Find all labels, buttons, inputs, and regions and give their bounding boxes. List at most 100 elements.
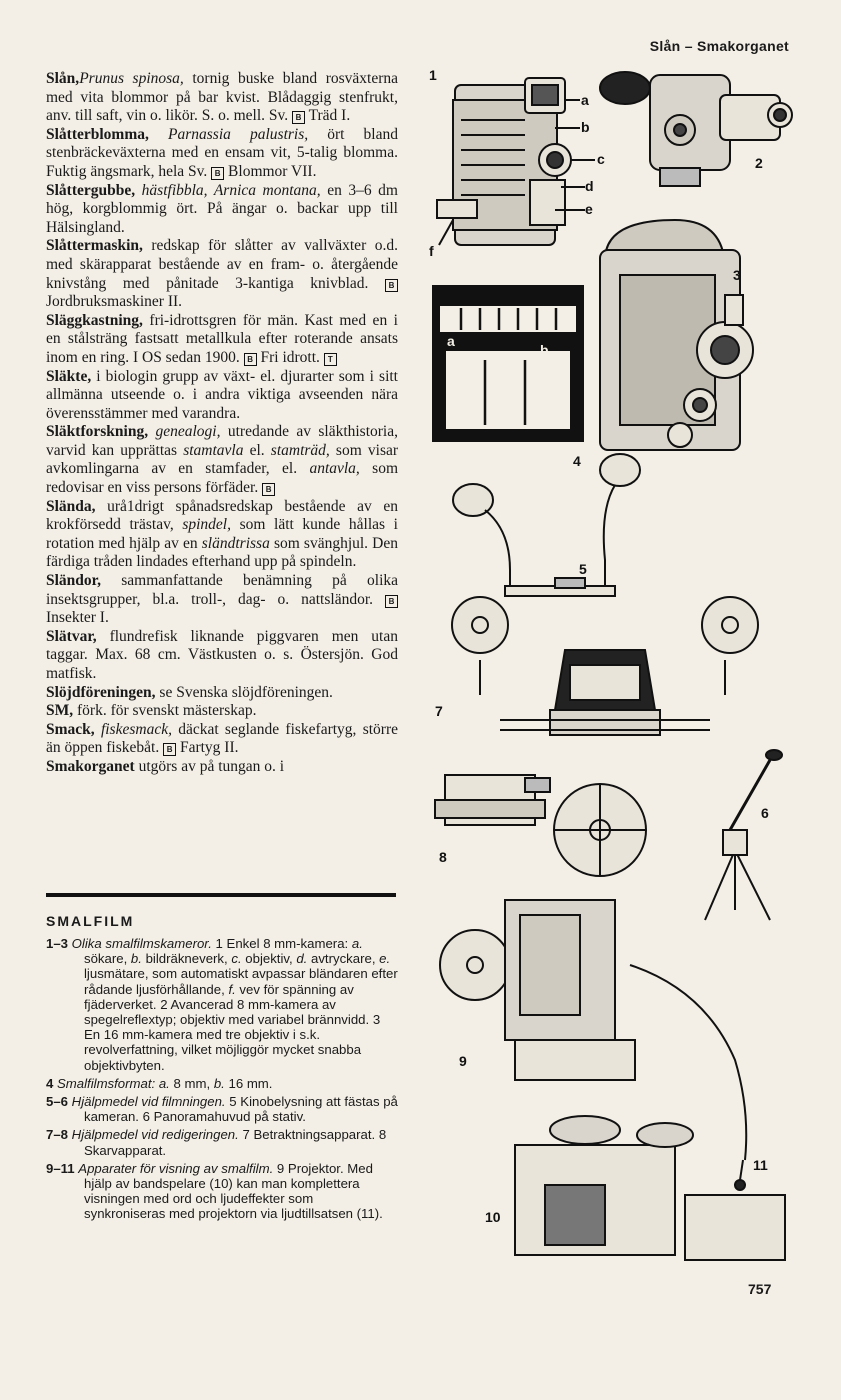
- fig-label-3: 3: [733, 267, 741, 283]
- body-text: som redovisar en viss persons förfäder.: [46, 460, 399, 497]
- italic-text: f.: [228, 981, 236, 997]
- italic-text: b.: [130, 951, 142, 967]
- entry: Smack, fiskesmack, däckat seglande fiske…: [46, 721, 398, 758]
- fig-label-9: 9: [459, 1053, 467, 1069]
- fig-label-8: 8: [439, 849, 447, 865]
- body-text: el.: [243, 441, 271, 459]
- entry-headword: Slåttermaskin,: [46, 237, 143, 255]
- entry: Slätvar, flundrefisk liknande piggvaren …: [46, 628, 398, 684]
- italic-text: stamtavla: [183, 441, 244, 459]
- italic-text: Olika smalfilmskameror.: [71, 936, 212, 951]
- italic-text: b.: [213, 1075, 225, 1091]
- body-text: däckat seglande fiskefartyg, större än ö…: [46, 720, 398, 757]
- fig-label-4: 4: [573, 453, 581, 469]
- body-text: sökare,: [84, 951, 131, 967]
- sound-sync-unit-illustration: [684, 1159, 786, 1261]
- body-text: som svänghjul. Den färdiga tråden lindad…: [46, 534, 399, 571]
- body-text: ört bland stenbräckeväxterna med en ensa…: [46, 125, 398, 180]
- fig-label-5: 5: [579, 561, 587, 577]
- entry-headword: Smack,: [46, 720, 95, 738]
- entry-headword: Släggkastning,: [46, 311, 143, 329]
- body-text: 8 mm,: [169, 1075, 214, 1091]
- italic-text: sländtrissa: [201, 534, 270, 552]
- cross-reference-icon: B: [243, 352, 257, 366]
- captions-title: SMALFILM: [46, 913, 135, 929]
- body-text: 9 Projektor. Med hjälp av bandspelare (1…: [84, 1160, 383, 1222]
- italic-text: a.: [351, 936, 363, 951]
- body-text: Fri idrott.: [256, 348, 324, 366]
- body-text: en 3–6 dm hög, korgblommig ört. På ängar…: [46, 181, 398, 236]
- body-text: Fartyg II.: [176, 739, 239, 757]
- part-label-f: f: [429, 243, 434, 259]
- caption-number: 5–6: [46, 1094, 72, 1110]
- body-text: 7 Betraktningsapparat. 8 Skarvapparat.: [84, 1127, 387, 1158]
- entry: Slöjdföreningen, se Svenska slöjdförenin…: [46, 684, 398, 703]
- body-text: objektiv,: [241, 951, 297, 967]
- entry-headword: Sländor,: [46, 572, 101, 590]
- body-text: Jordbruksmaskiner II.: [46, 293, 183, 311]
- italic-text: hästfibbla, Arnica montana,: [135, 181, 321, 199]
- format-label-a: a: [447, 333, 455, 349]
- 16mm-turret-camera-illustration: [599, 218, 754, 451]
- part-label-a: a: [581, 92, 589, 108]
- italic-text: Hjälpmedel vid redigeringen.: [71, 1127, 239, 1143]
- body-text: Blommor VII.: [224, 162, 317, 180]
- entry: Släkte, i biologin grupp av växt- el. dj…: [46, 368, 398, 424]
- entry-headword: Smakorganet: [46, 757, 135, 775]
- entry: Slåttermaskin, redskap för slåtter av va…: [46, 237, 398, 311]
- entry: Slån,Prunus spinosa, tornig buske bland …: [46, 70, 398, 126]
- reflex-8mm-camera-illustration: [599, 71, 793, 187]
- italic-text: d.: [296, 951, 308, 967]
- entry-headword: Slätvar,: [46, 627, 97, 645]
- encyclopedia-entries: Slån,Prunus spinosa, tornig buske bland …: [46, 70, 398, 777]
- cross-reference-icon: B: [292, 111, 305, 125]
- caption-number: 9–11: [46, 1160, 79, 1176]
- caption: 4 Smalfilmsformat: a. 8 mm, b. 16 mm.: [46, 1076, 398, 1091]
- body-text: flundrefisk liknande piggvaren men utan …: [46, 627, 398, 682]
- entry-headword: Slåttergubbe,: [46, 181, 136, 199]
- part-label-e: e: [585, 201, 593, 217]
- film-splicer-illustration: [434, 774, 551, 826]
- caption-number: 7–8: [46, 1127, 72, 1143]
- italic-text: Apparater för visning av smalfilm.: [78, 1160, 274, 1176]
- italic-text: e.: [379, 951, 391, 967]
- entry: Slåttergubbe, hästfibbla, Arnica montana…: [46, 182, 398, 238]
- italic-text: a.: [155, 1075, 170, 1091]
- italic-text: genealogi,: [148, 423, 221, 441]
- caption: 1–3 Olika smalfilmskameror. 1 Enkel 8 mm…: [46, 936, 398, 1073]
- illustration-panel: 1 2 3 4 5 6 7 8 9 10 11 a b c d e f a b: [429, 67, 793, 1261]
- part-label-b: b: [581, 119, 590, 135]
- body-text: bildräkneverk,: [141, 951, 232, 967]
- entry: SM, förk. för svenskt mästerskap.: [46, 702, 398, 721]
- caption-number: 4: [46, 1075, 57, 1091]
- body-text: fri-idrottsgren för män. Kast med en i e…: [46, 311, 398, 366]
- italic-text: Smalfilmsformat:: [57, 1075, 156, 1091]
- entry-headword: Släktforskning,: [46, 423, 149, 441]
- film-format-illustration: [432, 285, 584, 442]
- cross-reference-icon: B: [211, 166, 225, 180]
- part-label-d: d: [585, 178, 594, 194]
- simple-8mm-camera-illustration: [436, 77, 595, 246]
- fig-label-1: 1: [429, 67, 437, 83]
- body-text: Insekter I.: [46, 609, 109, 627]
- body-text: tornig buske bland rosväxterna med vita …: [46, 70, 398, 125]
- body-text: utgörs av på tungan o. i: [134, 757, 285, 775]
- body-text: som visar avkomlingarna av en stamfader,…: [46, 441, 399, 478]
- format-label-b: b: [540, 342, 549, 358]
- fig-label-11: 11: [753, 1157, 768, 1173]
- body-text: utredande av släkthistoria, varvid kan u…: [46, 423, 398, 459]
- cross-reference-icon: B: [385, 594, 398, 608]
- body-text: Träd I.: [305, 107, 351, 125]
- body-text: vev för spänning av fjäderverket. 2 Avan…: [84, 981, 381, 1073]
- body-text: i biologin grupp av växt- el. djurarter …: [46, 367, 398, 422]
- body-text: 5 Kinobelysning att fästas på kameran. 6…: [84, 1094, 398, 1125]
- body-text: som lätt kunde hållas i rotation med hjä…: [46, 516, 398, 552]
- cine-light-illustration: [452, 453, 641, 597]
- entry-headword: SM,: [46, 702, 74, 720]
- entry-headword: Slöjdföreningen,: [46, 683, 156, 701]
- entry: Släktforskning, genealogi, utredande av …: [46, 423, 398, 497]
- entry-headword: Slån,: [46, 70, 80, 87]
- film-projector-illustration: [439, 783, 748, 1161]
- cross-reference-icon: B: [262, 483, 276, 497]
- entry: Släggkastning, fri-idrottsgren för män. …: [46, 312, 398, 368]
